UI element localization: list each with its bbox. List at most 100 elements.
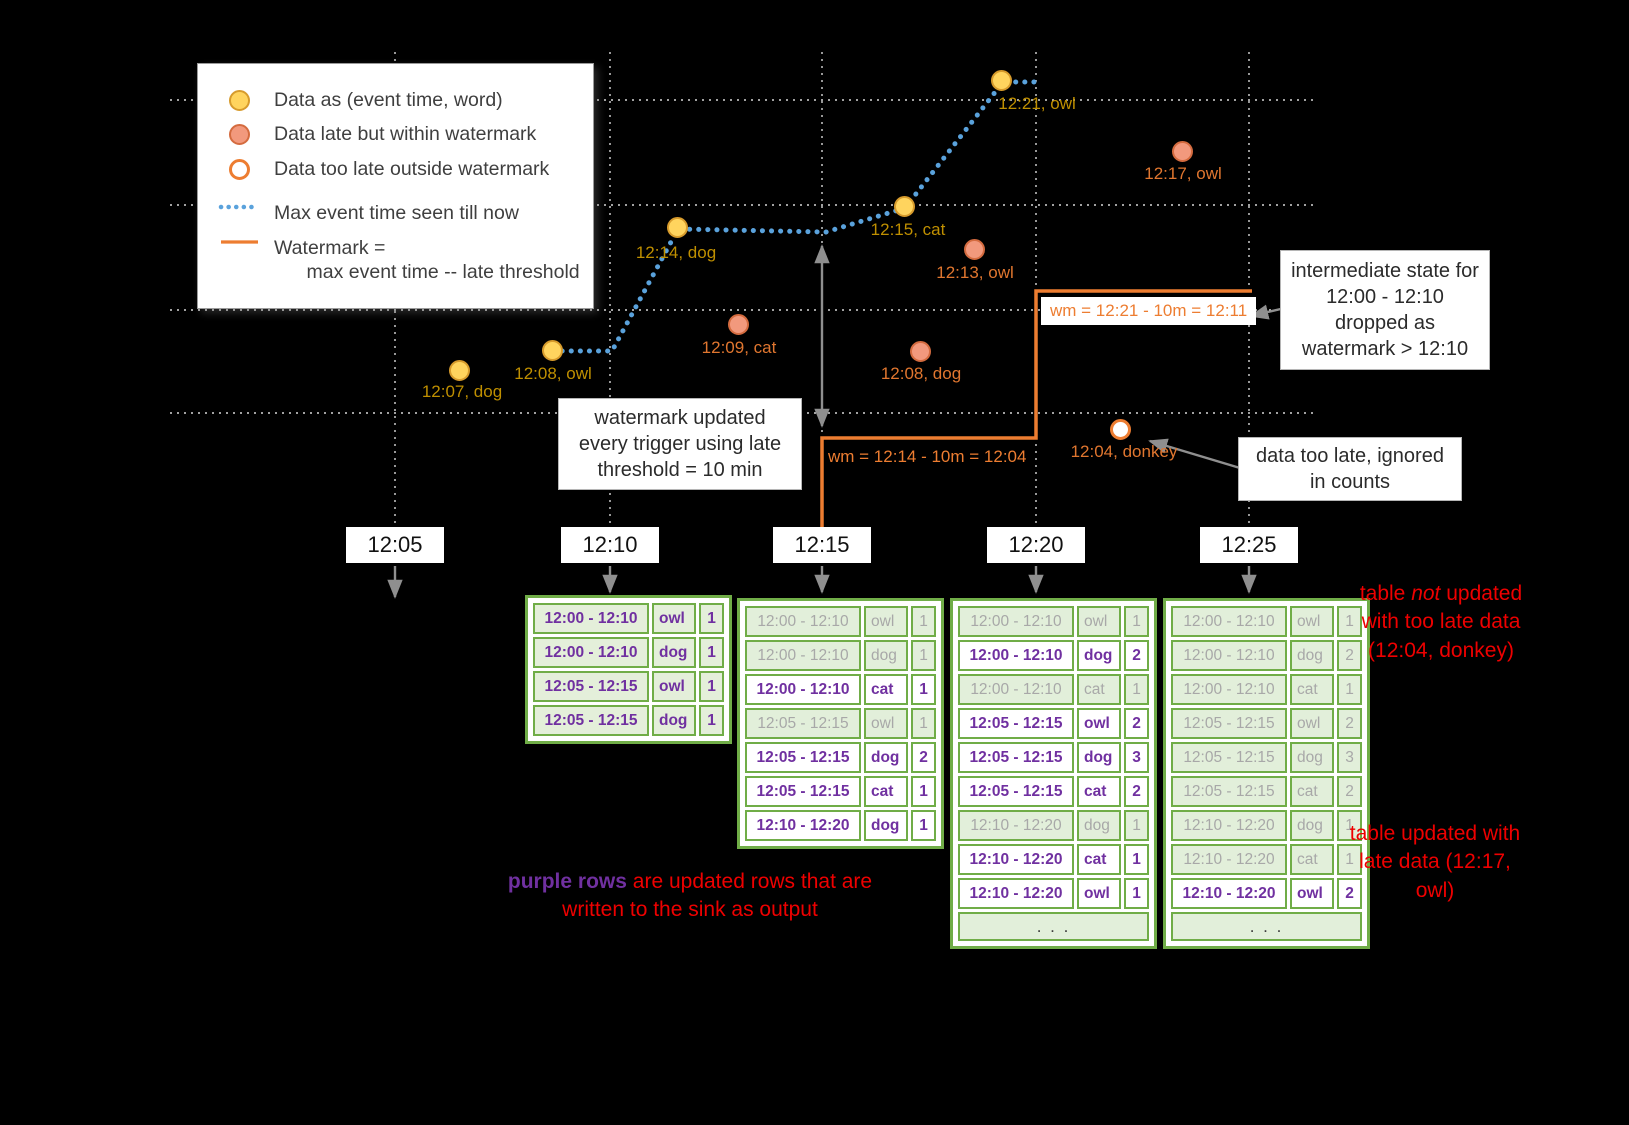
window-cell: 12:05 - 12:15: [958, 708, 1074, 739]
window-cell: 12:10 - 12:20: [958, 844, 1074, 875]
count-cell: 2: [911, 742, 936, 773]
window-cell: 12:05 - 12:15: [745, 776, 861, 807]
word-cell: dog: [1290, 810, 1334, 841]
legend-label: Data too late outside watermark: [274, 157, 550, 180]
word-cell: dog: [1290, 640, 1334, 671]
count-cell: 1: [1124, 606, 1149, 637]
window-cell: 12:00 - 12:10: [745, 606, 861, 637]
word-cell: owl: [652, 603, 696, 634]
data-point-label: 12:17, owl: [1144, 164, 1222, 183]
callout-watermark-updated: watermark updated every trigger using la…: [558, 398, 802, 490]
legend-label: Data late but within watermark: [274, 123, 537, 146]
count-cell: 1: [699, 705, 724, 736]
legend-item-watermark: Watermark = max event time -- late thres…: [218, 236, 583, 285]
watermark-label-2: wm = 12:21 - 10m = 12:11: [1041, 297, 1257, 325]
data-point-label: 12:14, dog: [635, 243, 717, 262]
window-cell: 12:00 - 12:10: [745, 640, 861, 671]
trigger-label: 12:15: [794, 532, 850, 557]
purple-rows-highlight: purple rows: [507, 870, 627, 893]
note-late-update: table updated with late data (12:17, owl…: [1349, 822, 1521, 902]
late-dot-icon: [218, 122, 260, 146]
count-cell: 1: [1337, 810, 1362, 841]
window-cell: 12:10 - 12:20: [745, 810, 861, 841]
window-cell: 12:05 - 12:15: [745, 708, 861, 739]
count-cell: 1: [699, 637, 724, 668]
note-text: are updated rows that are written to the…: [562, 870, 873, 922]
data-point-label: 12:21, owl: [998, 94, 1076, 113]
word-cell: cat: [1290, 844, 1334, 875]
data-point-late: [910, 341, 931, 362]
count-cell: 1: [1124, 844, 1149, 875]
word-cell: owl: [1077, 878, 1121, 909]
ontime-dot-icon: [218, 88, 260, 111]
count-cell: 1: [911, 776, 936, 807]
data-point-label: 12:13, owl: [936, 263, 1014, 282]
watermark-line-icon: [218, 236, 260, 246]
count-cell: 3: [1124, 742, 1149, 773]
window-cell: 12:05 - 12:15: [533, 671, 649, 702]
word-cell: dog: [1077, 810, 1121, 841]
word-cell: dog: [864, 742, 908, 773]
window-cell: 12:05 - 12:15: [745, 742, 861, 773]
trigger-label: 12:20: [1008, 532, 1064, 557]
word-cell: cat: [1077, 844, 1121, 875]
word-cell: owl: [1077, 606, 1121, 637]
count-cell: 1: [911, 708, 936, 739]
watermark-label-1: wm = 12:14 - 10m = 12:04: [828, 447, 1027, 466]
count-cell: 1: [1124, 674, 1149, 705]
word-cell: owl: [652, 671, 696, 702]
word-cell: dog: [1077, 742, 1121, 773]
intermediate-state-arrow: [1249, 304, 1286, 320]
count-cell: 1: [911, 674, 936, 705]
word-cell: cat: [1290, 674, 1334, 705]
trigger-label: 12:25: [1221, 532, 1277, 557]
data-point-ontime: [667, 217, 688, 238]
data-point-label: 12:07, dog: [421, 382, 503, 401]
count-cell: 1: [1337, 674, 1362, 705]
legend-item-ontime: Data as (event time, word): [218, 88, 583, 112]
window-cell: 12:00 - 12:10: [1171, 606, 1287, 637]
word-cell: cat: [1290, 776, 1334, 807]
window-cell: 12:10 - 12:20: [958, 810, 1074, 841]
count-cell: 1: [1124, 878, 1149, 909]
word-cell: owl: [864, 606, 908, 637]
window-cell: 12:00 - 12:10: [1171, 640, 1287, 671]
legend: Data as (event time, word) Data late but…: [197, 63, 594, 310]
note-text: table: [1359, 582, 1412, 605]
too-late-arrow: [1148, 438, 1241, 470]
note-not-updated: table not updated with too late data (12…: [1340, 580, 1542, 665]
trigger-12:10: 12:10: [561, 527, 659, 563]
count-cell: 1: [911, 810, 936, 841]
max-event-time-line: [550, 79, 1045, 354]
count-cell: 1: [699, 671, 724, 702]
max-event-time-line-icon: [218, 201, 260, 211]
legend-item-late: Data late but within watermark: [218, 122, 583, 146]
window-cell: 12:05 - 12:15: [1171, 708, 1287, 739]
count-cell: 2: [1337, 776, 1362, 807]
word-cell: dog: [1290, 742, 1334, 773]
word-cell: dog: [652, 705, 696, 736]
table-row-ellipsis: . . .: [1171, 912, 1362, 941]
window-cell: 12:10 - 12:20: [1171, 810, 1287, 841]
word-cell: owl: [1290, 606, 1334, 637]
count-cell: 2: [1124, 640, 1149, 671]
count-cell: 1: [1337, 606, 1362, 637]
window-cell: 12:00 - 12:10: [958, 674, 1074, 705]
